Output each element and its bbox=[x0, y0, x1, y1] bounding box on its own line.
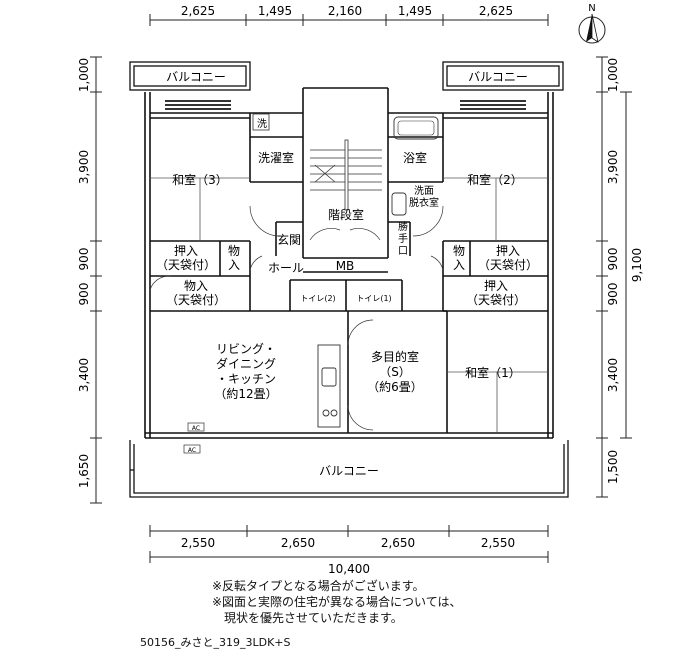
tenbukuro-left2-label: （天袋付） bbox=[166, 293, 226, 307]
top-balconies bbox=[129, 61, 564, 91]
kitchen-counter bbox=[317, 344, 341, 428]
living-label-2: ダイニング bbox=[216, 356, 276, 371]
mono-right-label-2: 入 bbox=[453, 258, 465, 272]
entrance-label: 玄関 bbox=[277, 232, 301, 247]
mono-left-label-2: 入 bbox=[228, 258, 240, 272]
notes: ※反転タイプとなる場合がございます。 ※図面と実際の住宅が異なる場合については、… bbox=[212, 578, 461, 626]
katteguchi-label-2: 手 bbox=[398, 232, 408, 245]
washitsu-3-label: 和室（3） bbox=[172, 172, 228, 187]
oshiire-left-label: 押入 bbox=[174, 244, 198, 258]
bath-room-label: 浴室 bbox=[403, 150, 427, 165]
room-labels: バルコニー バルコニー バルコニー 洗 洗濯室 浴室 洗面 脱衣室 和室（3） … bbox=[156, 70, 538, 478]
left-dim-4: 900 bbox=[77, 283, 91, 306]
tenbukuro-right2-label: （天袋付） bbox=[466, 293, 526, 307]
living-label-4: （約12畳） bbox=[214, 386, 277, 401]
living-label-3: ・キッチン bbox=[216, 372, 276, 386]
ac-label-1: AC bbox=[192, 425, 200, 432]
bottom-dim-3: 2,650 bbox=[381, 536, 415, 550]
bottom-dim-4: 2,550 bbox=[481, 536, 515, 550]
top-dim-5: 2,625 bbox=[479, 4, 513, 18]
washbasin bbox=[391, 192, 407, 216]
oshiire-right-label: 押入 bbox=[496, 244, 520, 258]
dimension-labels: 2,625 1,495 2,160 1,495 2,625 2,550 2,65… bbox=[181, 4, 515, 576]
right-dim-1: 1,000 bbox=[606, 58, 620, 92]
katteguchi-label-3: 口 bbox=[398, 246, 408, 257]
note-line-2: ※図面と実際の住宅が異なる場合については、 bbox=[212, 595, 462, 609]
north-label: N bbox=[588, 3, 595, 14]
walls bbox=[144, 87, 554, 439]
washroom-label-1: 洗面 bbox=[414, 185, 434, 197]
right-dim-6: 1,500 bbox=[606, 450, 620, 484]
left-dim-2: 3,900 bbox=[77, 150, 91, 184]
bottom-dim-total: 10,400 bbox=[328, 562, 370, 576]
bathtub bbox=[393, 116, 439, 140]
multi-room-label-3: （約6畳） bbox=[367, 379, 423, 394]
top-dim-3: 2,160 bbox=[328, 4, 362, 18]
right-dim-4: 900 bbox=[606, 283, 620, 306]
door-swings bbox=[149, 205, 444, 431]
left-dim-3: 900 bbox=[77, 248, 91, 271]
right-dim-2: 3,900 bbox=[606, 150, 620, 184]
multi-room-label-1: 多目的室 bbox=[371, 349, 419, 364]
left-dim-6: 1,650 bbox=[77, 454, 91, 488]
tatami-lines bbox=[150, 177, 548, 433]
katteguchi-label-1: 勝 bbox=[398, 220, 408, 233]
stairs-label: 階段室 bbox=[328, 207, 364, 222]
mb-label: MB bbox=[336, 259, 355, 273]
bottom-balcony bbox=[129, 440, 569, 498]
note-line-3: 現状を優先させていただきます。 bbox=[212, 611, 403, 625]
stairs bbox=[310, 139, 382, 211]
balcony-top-left-label: バルコニー bbox=[166, 70, 226, 84]
oshiire-right2-label: 押入 bbox=[484, 279, 508, 293]
window-hatches bbox=[165, 100, 526, 110]
right-dim-5: 3,400 bbox=[606, 358, 620, 392]
right-dim-3: 900 bbox=[606, 248, 620, 271]
multi-room-label-2: （S） bbox=[379, 365, 411, 379]
balcony-top-right-label: バルコニー bbox=[468, 70, 528, 84]
north-arrow-icon: N bbox=[578, 3, 606, 44]
right-dimension-labels: 1,000 3,900 900 900 3,400 1,500 9,100 bbox=[606, 58, 644, 484]
balcony-bottom-label: バルコニー bbox=[319, 464, 379, 478]
ac-label-2: AC bbox=[188, 447, 196, 454]
washroom-label-2: 脱衣室 bbox=[409, 196, 439, 209]
bottom-dim-2: 2,650 bbox=[281, 536, 315, 550]
ac-units: AC AC bbox=[183, 422, 205, 454]
left-dim-5: 3,400 bbox=[77, 358, 91, 392]
washitsu-2-label: 和室（2） bbox=[467, 172, 523, 187]
top-dim-4: 1,495 bbox=[398, 4, 432, 18]
bottom-dim-1: 2,550 bbox=[181, 536, 215, 550]
toilet-2-label: トイレ(2) bbox=[300, 294, 335, 303]
left-dim-1: 1,000 bbox=[77, 58, 91, 92]
right-dim-total: 9,100 bbox=[630, 248, 644, 282]
top-dim-2: 1,495 bbox=[258, 4, 292, 18]
toilet-1-label: トイレ(1) bbox=[356, 294, 391, 303]
hall-label: ホール bbox=[268, 261, 304, 275]
washitsu-1-label: 和室（1） bbox=[465, 365, 521, 380]
dimension-lines bbox=[90, 14, 632, 563]
washer-icon: 洗 bbox=[257, 118, 267, 130]
tenbukuro-left-label: （天袋付） bbox=[156, 258, 216, 272]
monoire-left-label: 物入 bbox=[184, 279, 208, 293]
living-label-1: リビング・ bbox=[216, 342, 276, 356]
washing-machine bbox=[252, 113, 270, 131]
mono-left-label-1: 物 bbox=[228, 244, 240, 258]
top-dim-1: 2,625 bbox=[181, 4, 215, 18]
plan-code: 50156_みさと_319_3LDK+S bbox=[140, 636, 291, 649]
tenbukuro-right-label: （天袋付） bbox=[478, 258, 538, 272]
laundry-room-label: 洗濯室 bbox=[258, 150, 294, 165]
mono-right-label-1: 物 bbox=[453, 244, 465, 258]
note-line-1: ※反転タイプとなる場合がございます。 bbox=[212, 579, 425, 593]
left-dimension-labels: 1,000 3,900 900 900 3,400 1,650 bbox=[77, 58, 91, 488]
